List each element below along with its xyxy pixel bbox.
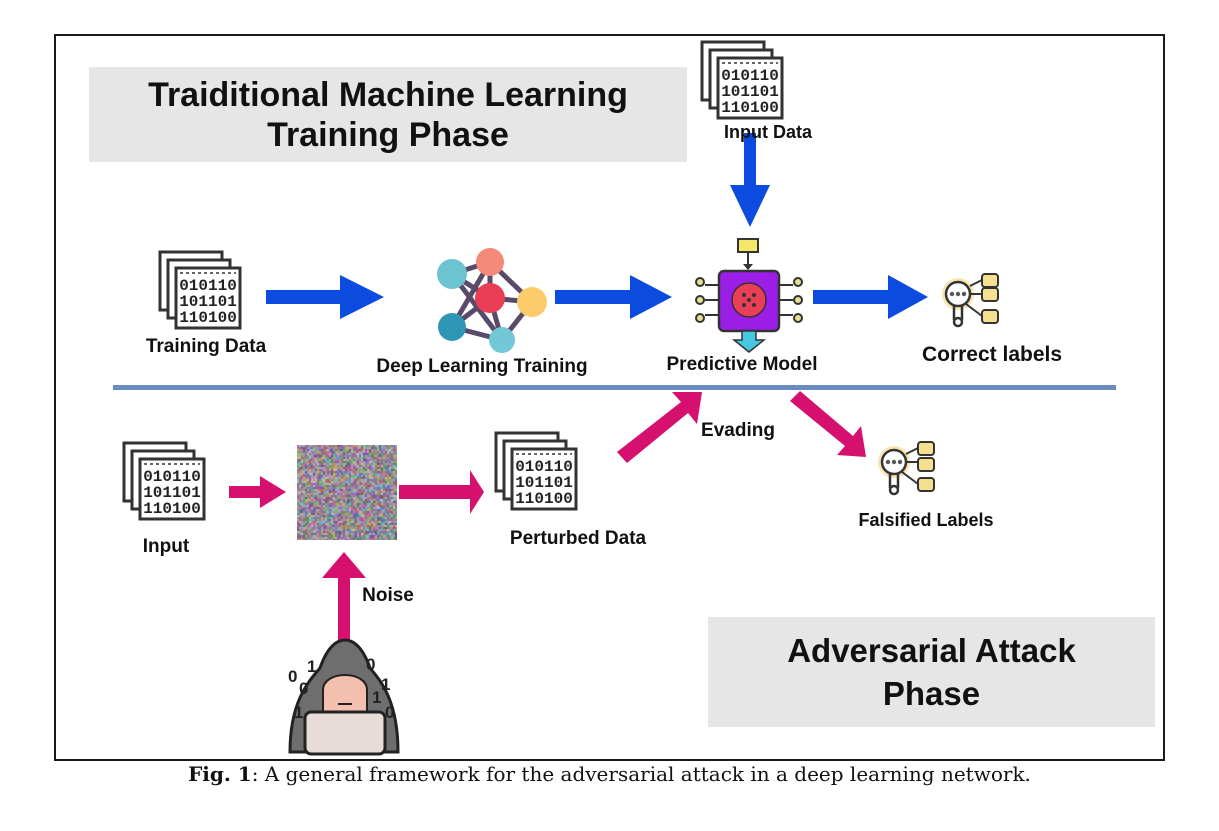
binary-row: 110100 <box>143 500 201 518</box>
label-training-data: Training Data <box>145 336 267 357</box>
noise-image <box>297 445 397 540</box>
label-noise: Noise <box>362 585 414 606</box>
hacker-digit: 0 <box>366 655 375 674</box>
binary-row: 110100 <box>179 309 237 327</box>
binary-row: 101101 <box>143 484 201 502</box>
figure-caption: Fig. 1: A general framework for the adve… <box>0 762 1219 786</box>
arrow-noise-to-perturbed <box>399 470 484 514</box>
label-input: Input <box>142 536 190 557</box>
label-falsified-labels: Falsified Labels <box>858 510 994 530</box>
arrow-dl-to-model <box>555 275 672 319</box>
hacker-digit: 0 <box>299 679 308 698</box>
binary-row: 010110 <box>515 458 573 476</box>
label-perturbed-data: Perturbed Data <box>509 528 647 549</box>
input-doc-icon: 010110 101101 110100 <box>122 441 206 521</box>
label-deep-learning-training: Deep Learning Training <box>376 356 588 377</box>
binary-row: 110100 <box>515 490 573 508</box>
correct-labels-icon <box>942 273 999 328</box>
blue-arrows <box>266 133 928 319</box>
hacker-digit: 1 <box>294 703 303 722</box>
arrow-training-to-dl <box>266 275 384 319</box>
arrow-perturbed-to-model <box>617 392 702 463</box>
caption-text: : A general framework for the adversaria… <box>251 762 1031 786</box>
hacker-digit: 0 <box>385 703 394 722</box>
ai-chip-icon <box>695 238 803 353</box>
training-phase-line2: Training Phase <box>267 115 509 154</box>
binary-row: 101101 <box>515 474 573 492</box>
hacker-digit: 1 <box>381 675 390 694</box>
binary-row: 110100 <box>721 99 779 117</box>
binary-row: 010110 <box>179 277 237 295</box>
binary-row: 101101 <box>179 293 237 311</box>
arrow-model-to-labels <box>813 275 928 319</box>
falsified-labels-icon <box>878 441 935 496</box>
neural-network-icon <box>437 248 547 353</box>
hacker-digit: 1 <box>307 657 316 676</box>
binary-row: 101101 <box>721 83 779 101</box>
caption-prefix: Fig. 1 <box>188 762 252 786</box>
magenta-arrows <box>229 391 866 642</box>
hacker-digit: 0 <box>288 667 297 686</box>
input-data-doc-icon: 010110 101101 110100 <box>700 40 784 120</box>
attack-phase-line2: Phase <box>882 675 981 712</box>
label-correct-labels: Correct labels <box>921 343 1063 366</box>
training-phase-line1: Traiditional Machine Learning <box>148 75 628 114</box>
label-input-data: Input Data <box>724 122 812 142</box>
attack-phase-line1: Adversarial Attack <box>787 632 1076 669</box>
arrow-input-to-noise <box>229 476 286 508</box>
label-predictive-model: Predictive Model <box>666 354 818 375</box>
arrow-model-to-falsified <box>790 391 866 457</box>
training-phase-title: Traiditional Machine Learning Training P… <box>89 67 687 162</box>
training-data-doc-icon: 010110 101101 110100 <box>158 250 242 330</box>
hacker-icon: 0 1 0 1 0 1 1 0 <box>288 638 400 756</box>
binary-row: 010110 <box>143 468 201 486</box>
attack-phase-title: Adversarial Attack Phase <box>708 617 1155 727</box>
arrow-input-to-model <box>730 133 770 227</box>
label-evading: Evading <box>701 420 775 441</box>
perturbed-data-doc-icon: 010110 101101 110100 <box>494 431 578 511</box>
binary-row: 010110 <box>721 67 779 85</box>
hacker-digit: 1 <box>372 688 381 707</box>
arrow-hacker-noise <box>322 552 366 642</box>
phase-divider <box>113 385 1116 390</box>
